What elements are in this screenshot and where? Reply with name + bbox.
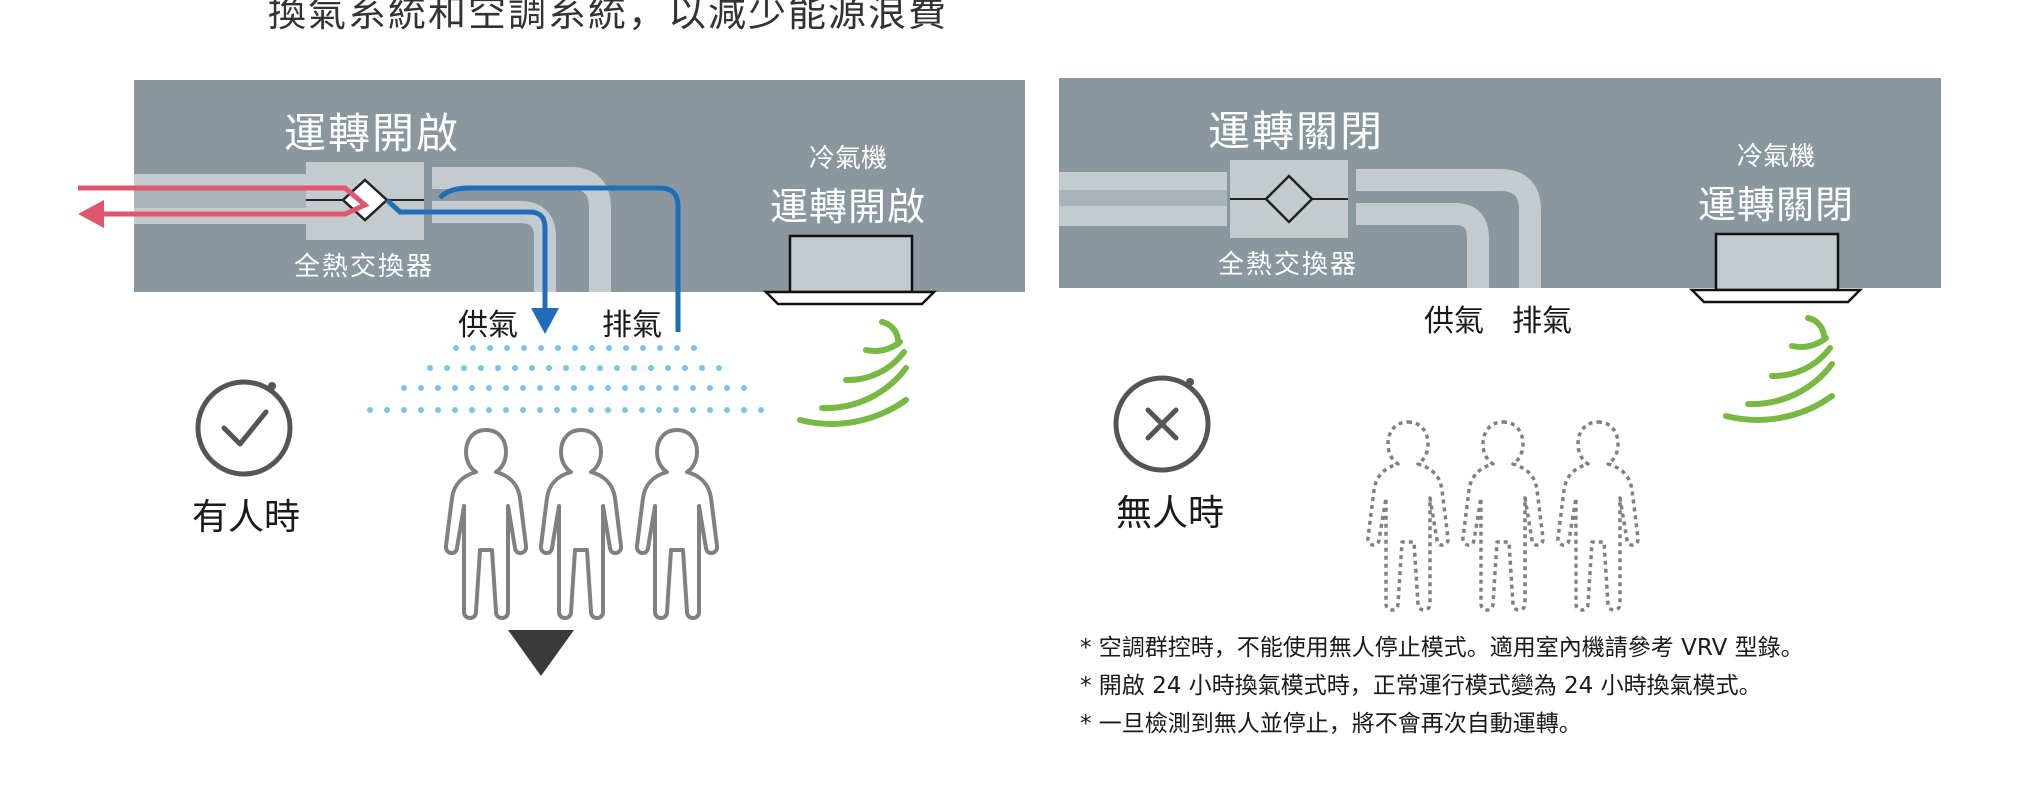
left-exhaust-label: 排氣 xyxy=(602,308,662,343)
right-ac-small-label: 冷氣機 xyxy=(1736,142,1815,172)
right-panel-title: 運轉關閉 xyxy=(1208,107,1385,156)
person-icon xyxy=(539,428,623,620)
note-line-2: * 開啟 24 小時換氣模式時，正常運行模式變為 24 小時換氣模式。 xyxy=(1080,673,1762,699)
left-panel-title: 運轉開啟 xyxy=(284,109,461,158)
right-exhaust-label: 排氣 xyxy=(1512,304,1572,339)
left-ac-status-label: 運轉開啟 xyxy=(769,185,926,229)
right-supply-label: 供氣 xyxy=(1424,304,1484,339)
left-status-label: 有人時 xyxy=(192,497,301,538)
note-line-3: * 一旦檢測到無人並停止，將不會再次自動運轉。 xyxy=(1080,711,1582,737)
right-status-label: 無人時 xyxy=(1116,493,1225,534)
right-erv-label: 全熱交換器 xyxy=(1218,250,1359,280)
person-dashed-icon xyxy=(1461,420,1545,612)
left-ac-small-label: 冷氣機 xyxy=(808,144,887,174)
left-erv-label: 全熱交換器 xyxy=(294,252,435,282)
person-dashed-icon xyxy=(1556,420,1640,612)
right-ac-status-label: 運轉關閉 xyxy=(1697,183,1854,227)
left-supply-label: 供氣 xyxy=(458,308,518,343)
person-icon xyxy=(444,428,528,620)
note-line-1: * 空調群控時，不能使用無人停止模式。適用室內機請參考 VRV 型錄。 xyxy=(1080,635,1804,661)
person-dashed-icon xyxy=(1366,420,1450,612)
header-text: 換氣系統和空調系統，以減少能源浪費 xyxy=(268,0,949,35)
person-icon xyxy=(635,428,719,620)
